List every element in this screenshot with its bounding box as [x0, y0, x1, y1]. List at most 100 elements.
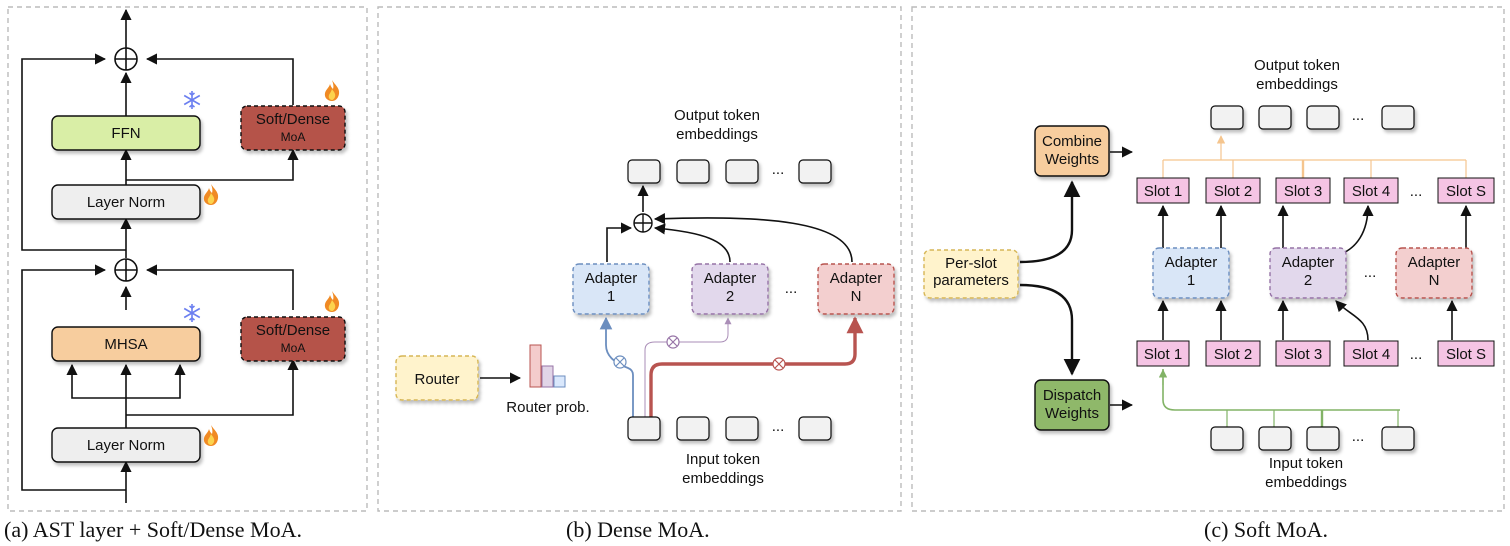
prob-bar [541, 365, 554, 388]
input-label-line2: embeddings [1265, 474, 1347, 491]
slot-label: Slot 2 [1214, 346, 1252, 363]
input-label-line2: embeddings [682, 470, 764, 487]
snowflake-icon [183, 303, 201, 323]
mhsa-label: MHSA [104, 336, 147, 353]
token [676, 159, 710, 184]
input-tokens: ... [1210, 426, 1415, 451]
slot-top [1136, 177, 1190, 204]
panel-a-caption: (a) AST layer + Soft/Dense MoA. [4, 517, 302, 542]
token [725, 416, 759, 441]
ellipsis: ... [1352, 107, 1365, 124]
slot-label: Slot S [1446, 346, 1486, 363]
panel-b-caption: (b) Dense MoA. [566, 517, 710, 542]
prob-bar [529, 344, 542, 388]
snowflake-icon [183, 90, 201, 110]
adapter-n-label: Adapter [1408, 254, 1461, 271]
slot-top [1343, 177, 1399, 204]
token [627, 416, 661, 441]
layer-norm-top: Layer Norm [51, 184, 201, 220]
flame-icon [203, 425, 219, 446]
combine-connector [1162, 135, 1467, 178]
output-tokens: ... [627, 159, 832, 184]
slot-bottom [1343, 340, 1399, 367]
slot-label: Slot 4 [1352, 346, 1390, 363]
moa-bottom-label: Soft/Dense [256, 322, 330, 339]
slot-bottom [1437, 340, 1495, 367]
ellipsis: ... [1410, 183, 1423, 200]
adapter-1-index: 1 [607, 288, 615, 305]
token [1210, 105, 1244, 130]
slot-label: Slot 4 [1352, 183, 1390, 200]
dispatch-weights-block: Dispatch Weights [1034, 379, 1110, 431]
slot-bottom [1205, 340, 1261, 367]
prob-bar [553, 375, 566, 388]
slot-label: Slot 2 [1214, 183, 1252, 200]
token [676, 416, 710, 441]
adapter-1: Adapter 1 [572, 263, 650, 315]
adapter-1: Adapter 1 [1152, 247, 1230, 299]
mhsa-block: MHSA [51, 326, 201, 362]
token [1306, 105, 1340, 130]
adapter-n-index: N [851, 288, 862, 305]
moa-top-sublabel: MoA [281, 130, 306, 144]
circle-plus-icon [114, 258, 138, 282]
circle-plus-icon [633, 213, 653, 233]
slot-top [1275, 177, 1331, 204]
slot-bottom [1136, 340, 1190, 367]
flame-icon [203, 184, 219, 205]
combine-weights-block: Combine Weights [1034, 125, 1110, 177]
token [725, 159, 759, 184]
ellipsis: ... [772, 418, 785, 435]
ellipsis: ... [785, 280, 798, 297]
adapter-2-label: Adapter [704, 270, 757, 287]
input-tokens: ... [627, 416, 832, 441]
flame-icon [324, 291, 340, 312]
layer-norm-top-label: Layer Norm [87, 194, 165, 211]
input-label-line1: Input token [1269, 455, 1343, 472]
slot-label: Slot 1 [1144, 183, 1182, 200]
moa-bottom-sublabel: MoA [281, 341, 306, 355]
flame-icon [324, 80, 340, 101]
adapter-n: Adapter N [817, 263, 895, 315]
router-block: Router [395, 355, 479, 401]
router-label: Router [414, 371, 459, 388]
layer-norm-bottom: Layer Norm [51, 427, 201, 463]
slot-bottom [1275, 340, 1331, 367]
token [1258, 426, 1292, 451]
ffn-label: FFN [111, 125, 140, 142]
router-prob-label: Router prob. [506, 399, 589, 416]
dispatch-label-line1: Dispatch [1043, 387, 1101, 404]
adapter-n-index: N [1429, 272, 1440, 289]
ellipsis: ... [1410, 346, 1423, 363]
combine-label-line2: Weights [1045, 151, 1099, 168]
slot-label: Slot 3 [1284, 346, 1322, 363]
output-label-line1: Output token [1254, 57, 1340, 74]
panel-b-border [377, 6, 902, 512]
bottom-slots: Slot 1 Slot 2 Slot 3 Slot 4 ... Slot S [1136, 340, 1495, 367]
slot-label: Slot 3 [1284, 183, 1322, 200]
per-slot-label-line2: parameters [933, 272, 1009, 289]
top-slots: Slot 1 Slot 2 Slot 3 Slot 4 ... Slot S [1136, 177, 1495, 204]
token [1381, 105, 1415, 130]
output-label-line2: embeddings [1256, 76, 1338, 93]
adapter-2: Adapter 2 [691, 263, 769, 315]
ffn-block: FFN [51, 115, 201, 151]
moa-block-top: Soft/Dense MoA [240, 105, 346, 151]
circle-times-icon [613, 355, 627, 369]
per-slot-label-line1: Per-slot [945, 255, 998, 272]
ellipsis: ... [772, 161, 785, 178]
moa-block-bottom: Soft/Dense MoA [240, 316, 346, 362]
slot-top [1205, 177, 1261, 204]
adapter-n: Adapter N [1395, 247, 1473, 299]
token [1258, 105, 1292, 130]
ellipsis: ... [1364, 264, 1377, 281]
adapter-2-index: 2 [1304, 272, 1312, 289]
router-prob-bars [529, 344, 566, 388]
circle-plus-icon [114, 47, 138, 71]
slot-label: Slot S [1446, 183, 1486, 200]
ellipsis: ... [1352, 428, 1365, 445]
token [1381, 426, 1415, 451]
adapter-2-label: Adapter [1282, 254, 1335, 271]
adapter-1-label: Adapter [585, 270, 638, 287]
